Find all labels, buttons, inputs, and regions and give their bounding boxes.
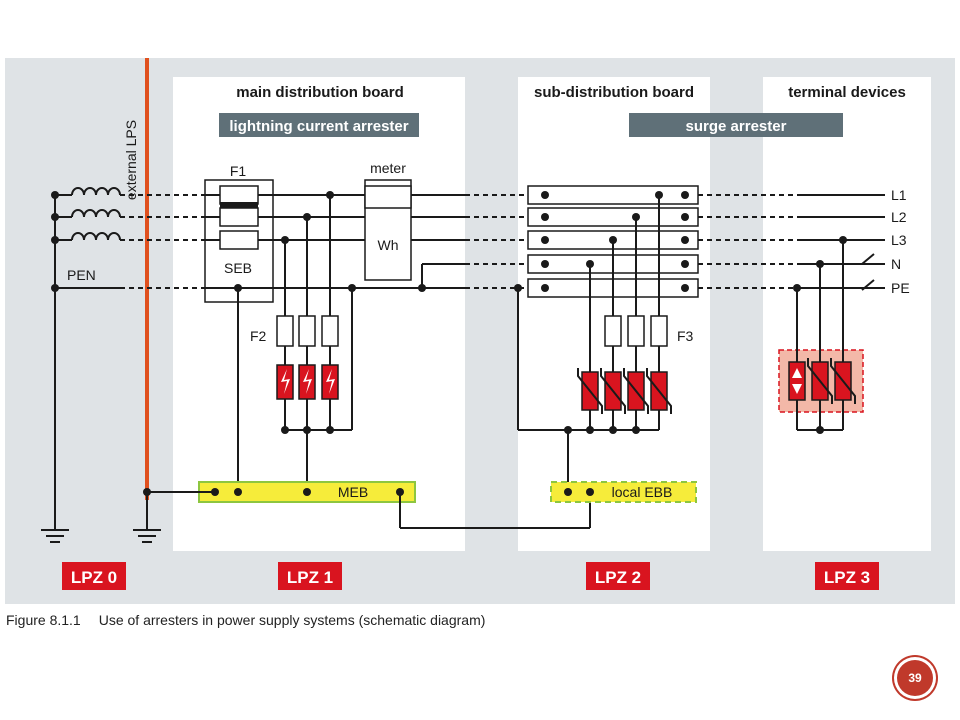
page-number-badge: 39 <box>897 660 933 696</box>
lpz-3-badge <box>815 562 879 590</box>
surge-arrester-icon <box>830 357 856 405</box>
figure-caption: Figure 8.1.1 Use of arresters in power su… <box>6 612 503 628</box>
local-ebb-label: local EBB <box>612 484 673 500</box>
fuse-icon <box>219 185 259 205</box>
lpz-0-label: LPZ 0 <box>71 568 117 587</box>
fuse-icon <box>321 315 339 347</box>
lightning-arrester-icon <box>276 364 294 400</box>
fuse-icon <box>219 230 259 250</box>
page-number: 39 <box>908 671 922 685</box>
zone-main-distribution <box>173 77 465 551</box>
lpz-0-badge <box>62 562 126 590</box>
surge-arrester-icon <box>600 367 626 415</box>
surge-arrester-icon <box>577 367 603 415</box>
fuse-icon <box>650 315 668 347</box>
fuse-icon <box>604 315 622 347</box>
conductor-label-l2: L2 <box>891 209 907 225</box>
fuse-icon <box>276 315 294 347</box>
f3-label: F3 <box>677 328 694 344</box>
local-ebb-bar <box>550 481 697 503</box>
fuse-icon <box>298 315 316 347</box>
fuse-icon <box>219 207 259 227</box>
surge-arrester-icon <box>646 367 672 415</box>
lightning-arrester-banner-text: lightning current arrester <box>229 118 408 135</box>
lightning-arrester-icon <box>298 364 316 400</box>
lightning-arrester-icon <box>321 364 339 400</box>
sub-distribution-title: sub-distribution board <box>534 84 694 101</box>
inductor-icon <box>71 187 121 241</box>
main-distribution-title: main distribution board <box>236 84 404 101</box>
lpz-3-label: LPZ 3 <box>824 568 870 587</box>
external-lps-label: external LPS <box>123 120 139 200</box>
lpz-2-label: LPZ 2 <box>595 568 641 587</box>
figure-number: Figure 8.1.1 <box>6 612 81 628</box>
conductor-label-pe: PE <box>891 280 910 296</box>
lpz-1-badge <box>278 562 342 590</box>
f1-label: F1 <box>230 163 247 179</box>
lpz-2-badge <box>586 562 650 590</box>
lightning-arrester-banner <box>219 113 419 137</box>
fuse-icon <box>627 315 645 347</box>
surge-arrester-icon <box>807 357 833 405</box>
seb-label: SEB <box>224 260 252 276</box>
junction-dots <box>51 191 847 496</box>
lpz-1-label: LPZ 1 <box>287 568 333 587</box>
meb-label: MEB <box>338 484 368 500</box>
meter-label: meter <box>370 160 406 176</box>
conductor-label-l1: L1 <box>891 187 907 203</box>
surge-arrester-banner-text: surge arrester <box>686 118 787 135</box>
pen-label: PEN <box>67 267 96 283</box>
terminal-devices-title: terminal devices <box>788 84 906 101</box>
conductor-label-n: N <box>891 256 901 272</box>
figure-caption-text: Use of arresters in power supply systems… <box>98 612 486 628</box>
f2-label: F2 <box>250 328 267 344</box>
wh-label: Wh <box>378 237 399 253</box>
zone-terminal-devices <box>763 77 931 551</box>
surge-arrester-banner <box>629 113 843 137</box>
surge-arrester-icon <box>788 361 806 401</box>
conductor-label-l3: L3 <box>891 232 907 248</box>
surge-arrester-icon <box>623 367 649 415</box>
